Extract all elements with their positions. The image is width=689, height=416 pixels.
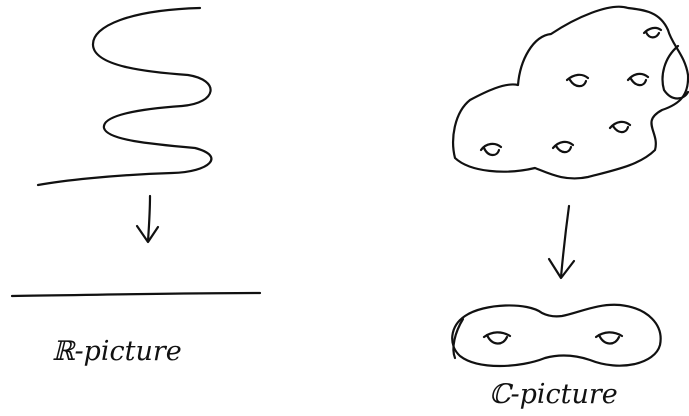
right-arrow-shaft [559, 204, 571, 279]
real-curve [36, 6, 213, 187]
complex-picture-label: ℂ-picture [489, 379, 618, 410]
surface-handle [626, 72, 650, 87]
real-line [10, 291, 262, 298]
complex-surface-outline [452, 5, 689, 180]
real-picture-label: ℝ-picture [52, 336, 182, 367]
right-arrow-head [547, 257, 576, 280]
genus-two-surface [451, 303, 662, 368]
left-arrow-shaft [146, 194, 152, 243]
surface-handle [565, 73, 590, 88]
genus-two-extra-stroke [452, 317, 465, 360]
complex-surface-inner-fold [661, 44, 689, 100]
surface-handle [608, 120, 632, 134]
surface-handle [479, 142, 503, 157]
surface-handle [594, 331, 624, 345]
surface-handle [642, 26, 663, 39]
surface-handle [482, 331, 512, 345]
left-arrow-head [135, 224, 160, 244]
surface-handle [551, 140, 575, 154]
